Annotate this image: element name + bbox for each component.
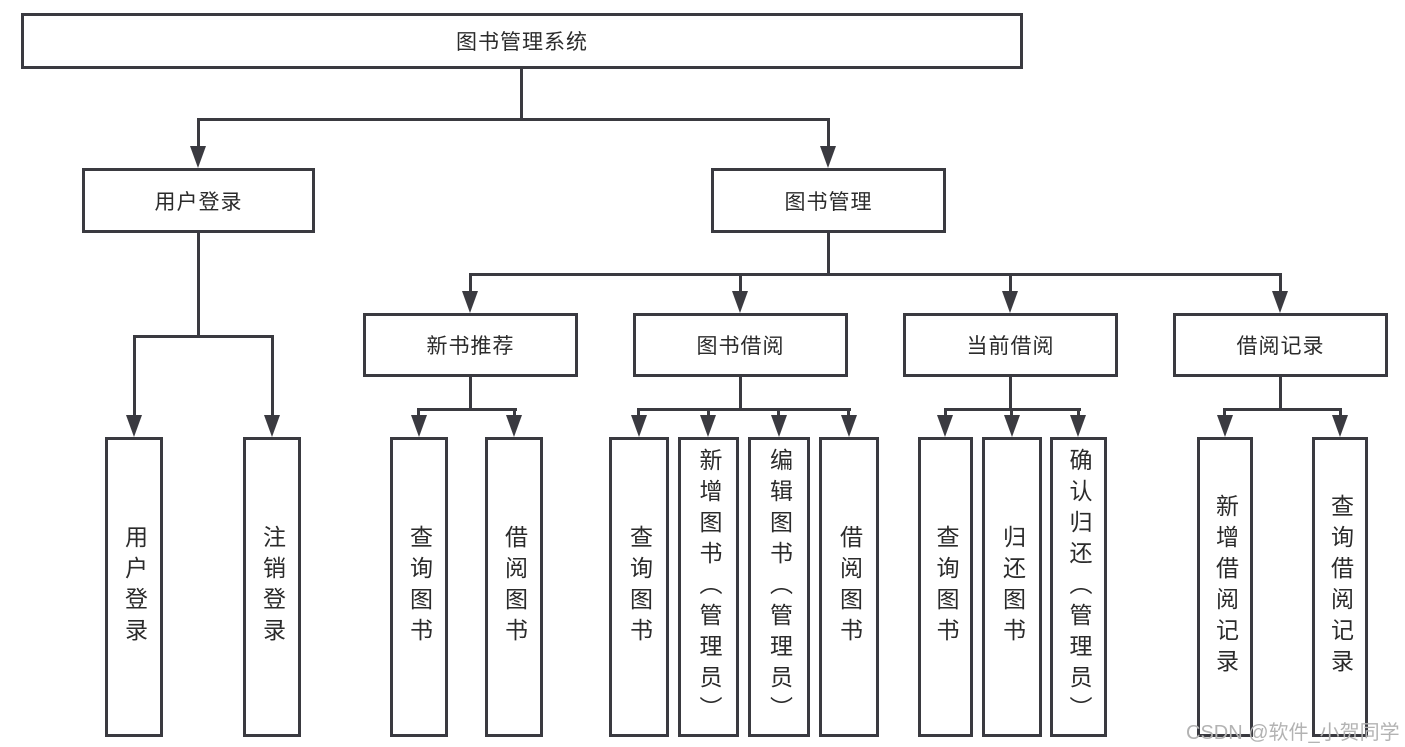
- arrowhead-icon: [462, 291, 478, 313]
- connector-line: [417, 408, 420, 418]
- node-new-book-recommend-label: 新书推荐: [426, 335, 515, 358]
- node-borrow-records-label: 借阅记录: [1236, 335, 1325, 358]
- connector-line: [133, 335, 136, 417]
- connector-line: [469, 377, 472, 410]
- node-current-borrow: 当前借阅: [903, 313, 1118, 377]
- leaf-borrow-books-1: 借阅图书: [485, 437, 543, 737]
- leaf-label: 编辑图书（管理员）: [766, 447, 793, 727]
- connector-line: [197, 118, 830, 121]
- node-user-login: 用户登录: [82, 168, 315, 233]
- node-book-management-label: 图书管理: [784, 190, 873, 214]
- leaf-label: 查询图书: [626, 525, 653, 649]
- connector-line: [133, 335, 274, 338]
- connector-line: [739, 273, 742, 293]
- node-user-login-label: 用户登录: [154, 190, 243, 214]
- node-book-borrow: 图书借阅: [633, 313, 848, 377]
- leaf-edit-books-admin: 编辑图书（管理员）: [748, 437, 810, 737]
- connector-line: [520, 69, 523, 120]
- connector-line: [739, 377, 742, 410]
- node-current-borrow-label: 当前借阅: [966, 335, 1055, 358]
- leaf-label: 新增图书（管理员）: [696, 447, 722, 727]
- arrowhead-icon: [1217, 415, 1233, 437]
- connector-line: [1077, 408, 1080, 418]
- leaf-label: 借阅图书: [501, 525, 528, 649]
- connector-line: [271, 335, 274, 417]
- connector-line: [1009, 377, 1012, 410]
- arrowhead-icon: [820, 146, 836, 168]
- arrowhead-icon: [1002, 291, 1018, 313]
- leaf-add-borrow-record: 新增借阅记录: [1197, 437, 1253, 737]
- connector-line: [1279, 377, 1282, 410]
- arrowhead-icon: [1070, 415, 1086, 437]
- arrowhead-icon: [190, 146, 206, 168]
- leaf-borrow-books-2: 借阅图书: [819, 437, 879, 737]
- connector-line: [1279, 273, 1282, 293]
- arrowhead-icon: [1004, 415, 1020, 437]
- connector-line: [513, 408, 516, 418]
- connector-line: [827, 118, 830, 148]
- leaf-label: 确认归还（管理员）: [1066, 447, 1092, 727]
- leaf-label: 注销登录: [259, 525, 286, 649]
- leaf-query-books-1: 查询图书: [390, 437, 448, 737]
- arrowhead-icon: [506, 415, 522, 437]
- connector-line: [1223, 408, 1342, 411]
- connector-line: [1223, 408, 1226, 418]
- leaf-label: 借阅图书: [836, 525, 863, 649]
- connector-line: [417, 408, 517, 411]
- connector-line: [707, 408, 710, 418]
- node-book-borrow-label: 图书借阅: [696, 335, 785, 358]
- arrowhead-icon: [631, 415, 647, 437]
- leaf-add-books-admin: 新增图书（管理员）: [678, 437, 739, 737]
- node-new-book-recommend: 新书推荐: [363, 313, 578, 377]
- leaf-return-books: 归还图书: [982, 437, 1042, 737]
- leaf-confirm-return-admin: 确认归还（管理员）: [1050, 437, 1107, 737]
- arrowhead-icon: [1272, 291, 1288, 313]
- connector-line: [637, 408, 851, 411]
- leaf-query-books-2: 查询图书: [609, 437, 669, 737]
- leaf-query-books-3: 查询图书: [918, 437, 973, 737]
- connector-line: [847, 408, 850, 418]
- arrowhead-icon: [771, 415, 787, 437]
- connector-line: [777, 408, 780, 418]
- connector-line: [469, 273, 472, 293]
- leaf-label: 新增借阅记录: [1212, 494, 1239, 680]
- arrowhead-icon: [700, 415, 716, 437]
- connector-line: [197, 233, 200, 335]
- arrowhead-icon: [264, 415, 280, 437]
- connector-line: [1010, 408, 1013, 418]
- connector-line: [637, 408, 640, 418]
- connector-line: [197, 118, 200, 148]
- arrowhead-icon: [732, 291, 748, 313]
- leaf-label: 用户登录: [121, 525, 148, 649]
- connector-line: [469, 273, 1282, 276]
- arrowhead-icon: [937, 415, 953, 437]
- leaf-logout: 注销登录: [243, 437, 301, 737]
- arrowhead-icon: [1332, 415, 1348, 437]
- leaf-label: 归还图书: [999, 525, 1026, 649]
- node-root-system: 图书管理系统: [21, 13, 1023, 69]
- node-root-label: 图书管理系统: [456, 31, 588, 54]
- leaf-query-borrow-record: 查询借阅记录: [1312, 437, 1368, 737]
- connector-line: [1009, 273, 1012, 293]
- leaf-label: 查询图书: [406, 525, 433, 649]
- arrowhead-icon: [411, 415, 427, 437]
- node-borrow-records: 借阅记录: [1173, 313, 1388, 377]
- connector-line: [1339, 408, 1342, 418]
- leaf-user-login: 用户登录: [105, 437, 163, 737]
- leaf-label: 查询图书: [933, 525, 959, 649]
- connector-line: [827, 233, 830, 275]
- node-book-management: 图书管理: [711, 168, 946, 233]
- connector-line: [944, 408, 947, 418]
- arrowhead-icon: [126, 415, 142, 437]
- arrowhead-icon: [841, 415, 857, 437]
- leaf-label: 查询借阅记录: [1327, 494, 1354, 680]
